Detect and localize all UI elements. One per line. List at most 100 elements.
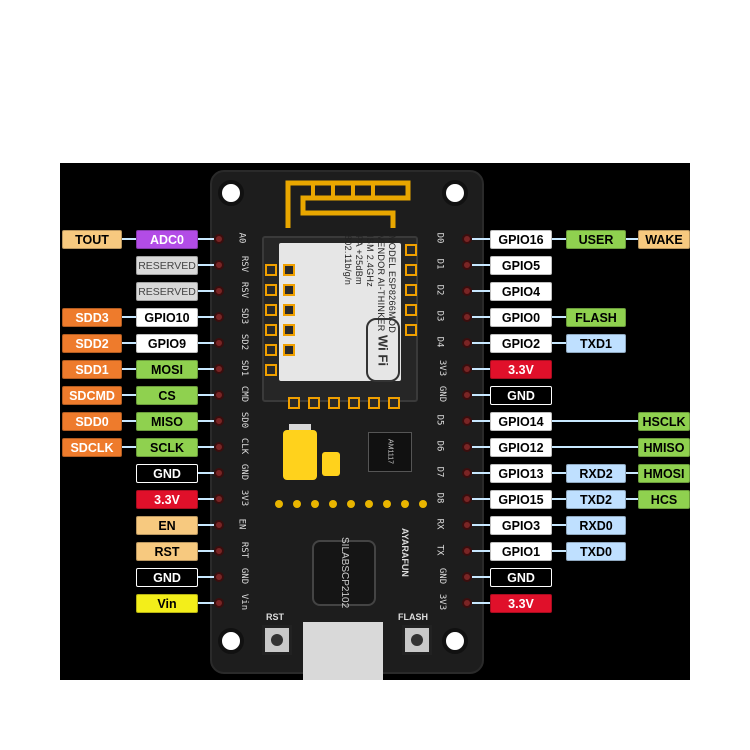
left-header-pin xyxy=(214,260,224,270)
left-pin-silk: A0 xyxy=(236,232,247,244)
left-pin-silk: GND xyxy=(239,567,250,585)
right-pin-label: GPIO12 xyxy=(490,438,552,457)
right-pin-label: 3.3V xyxy=(490,594,552,613)
left-pin-label: GND xyxy=(136,568,198,587)
left-header-pin xyxy=(214,520,224,530)
left-pin-label: SDD3 xyxy=(62,308,122,327)
left-pin-silk: SD3 xyxy=(239,307,250,325)
right-pin-label: GPIO0 xyxy=(490,308,552,327)
left-pin-silk: SD2 xyxy=(239,333,250,351)
right-pin-silk: D3 xyxy=(434,310,445,322)
right-header-pin xyxy=(462,260,472,270)
capacitor-top xyxy=(289,424,311,434)
left-pin-label: 3.3V xyxy=(136,490,198,509)
wifi-logo-icon: Wi Fi xyxy=(366,318,400,382)
mount-hole-bottom-left xyxy=(218,628,244,654)
right-header-pin xyxy=(462,234,472,244)
right-pin-silk: D6 xyxy=(434,440,445,452)
flash-button[interactable] xyxy=(402,625,432,655)
left-pin-label: SDD2 xyxy=(62,334,122,353)
left-header-pin xyxy=(214,312,224,322)
mount-hole-bottom-right xyxy=(442,628,468,654)
right-pin-silk: D8 xyxy=(434,492,445,504)
left-header-pin xyxy=(214,598,224,608)
smd-pad xyxy=(275,500,283,508)
mount-hole-top-right xyxy=(442,180,468,206)
right-pin-silk: D0 xyxy=(434,232,445,244)
module-pad-bottom xyxy=(288,397,300,409)
chip-line-1: SILABS xyxy=(339,537,350,573)
module-pad-left-inner xyxy=(283,324,295,336)
left-header-pin xyxy=(214,572,224,582)
right-pin-connector xyxy=(472,420,670,422)
right-pin-silk: 3V3 xyxy=(437,359,448,377)
left-pin-label: SDCLK xyxy=(62,438,122,457)
right-pin-label: HCS xyxy=(638,490,690,509)
smd-pad xyxy=(347,500,355,508)
smd-pad xyxy=(329,500,337,508)
left-pin-silk: 3V3 xyxy=(239,489,250,507)
left-pin-silk: RSV xyxy=(239,281,250,299)
capacitor-large xyxy=(283,430,317,480)
module-pad-right xyxy=(405,284,417,296)
left-pin-silk: Vin xyxy=(239,593,250,611)
module-pad-left-inner xyxy=(283,304,295,316)
right-pin-silk: RX xyxy=(434,518,445,530)
right-pin-silk: GND xyxy=(437,385,448,403)
module-pad-left xyxy=(265,324,277,336)
left-pin-silk: GND xyxy=(239,463,250,481)
right-pin-label: GND xyxy=(490,386,552,405)
right-pin-label: HSCLK xyxy=(638,412,690,431)
left-header-pin xyxy=(214,234,224,244)
smd-pad xyxy=(365,500,373,508)
left-header-pin xyxy=(214,390,224,400)
right-header-pin xyxy=(462,364,472,374)
module-pad-left xyxy=(265,344,277,356)
left-pin-silk: SD0 xyxy=(239,411,250,429)
right-header-pin xyxy=(462,520,472,530)
module-pad-left-inner xyxy=(283,344,295,356)
rst-button[interactable] xyxy=(262,625,292,655)
smd-pad xyxy=(293,500,301,508)
module-pad-left-inner xyxy=(283,284,295,296)
left-pin-label: GPIO10 xyxy=(136,308,198,327)
right-pin-label: GPIO16 xyxy=(490,230,552,249)
module-pad-right xyxy=(405,324,417,336)
maker-label: AYARAFUN xyxy=(400,528,410,577)
usb-uart-chip: SILABS CP2102 xyxy=(312,537,376,609)
left-header-pin xyxy=(214,494,224,504)
right-header-pin xyxy=(462,286,472,296)
left-pin-label: RESERVED xyxy=(136,282,198,301)
smd-pad xyxy=(311,500,319,508)
right-header-pin xyxy=(462,572,472,582)
left-pin-label: TOUT xyxy=(62,230,122,249)
left-header-pin xyxy=(214,416,224,426)
right-pin-label: HMISO xyxy=(638,438,690,457)
right-pin-label: GPIO15 xyxy=(490,490,552,509)
left-pin-silk: CMD xyxy=(239,385,250,403)
left-header-pin xyxy=(214,364,224,374)
module-shield xyxy=(279,243,401,381)
right-pin-label: GPIO14 xyxy=(490,412,552,431)
right-pin-silk: D4 xyxy=(434,336,445,348)
left-pin-label: SDCMD xyxy=(62,386,122,405)
smd-pad xyxy=(419,500,427,508)
left-pin-silk: SD1 xyxy=(239,359,250,377)
right-header-pin xyxy=(462,468,472,478)
right-pin-label: RXD0 xyxy=(566,516,626,535)
right-pin-silk: D7 xyxy=(434,466,445,478)
right-pin-silk: TX xyxy=(434,544,445,556)
right-header-pin xyxy=(462,546,472,556)
right-pin-label: GPIO3 xyxy=(490,516,552,535)
left-pin-label: CS xyxy=(136,386,198,405)
right-header-pin xyxy=(462,416,472,426)
left-pin-label: GPIO9 xyxy=(136,334,198,353)
right-header-pin xyxy=(462,494,472,504)
right-pin-silk: GND xyxy=(437,567,448,585)
left-pin-silk: CLK xyxy=(239,437,250,455)
chip-line-2: CP2102 xyxy=(339,572,350,609)
capacitor-small xyxy=(322,452,340,476)
module-pad-left xyxy=(265,304,277,316)
module-pad-left xyxy=(265,264,277,276)
module-pad-left xyxy=(265,284,277,296)
